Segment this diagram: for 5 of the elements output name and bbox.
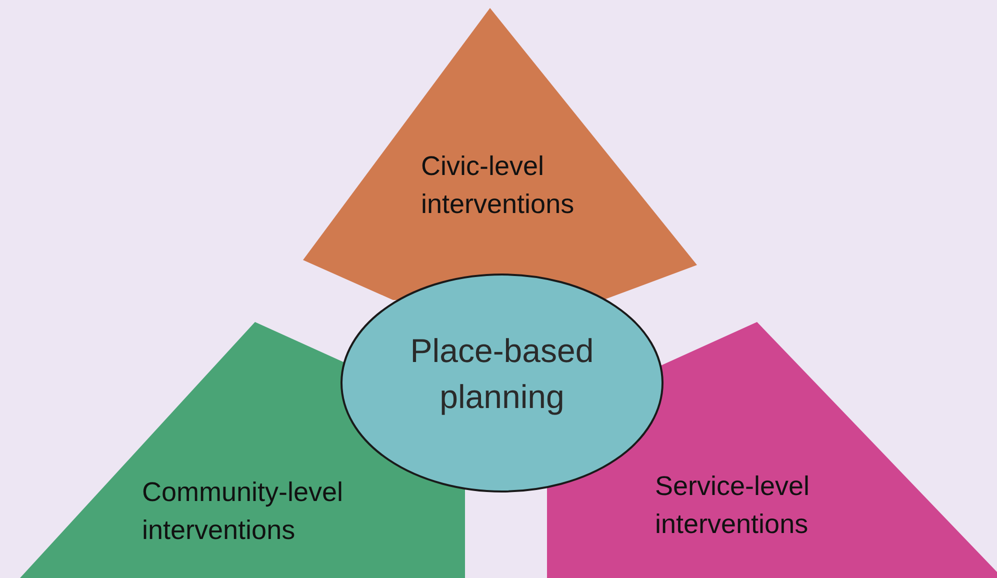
shape-label: Place-based planning (409, 331, 595, 418)
shape-label: Civic-level interventions (421, 150, 576, 221)
triangle-shape (303, 8, 697, 300)
shape-label: Service-level interventions (655, 470, 811, 541)
shape-label: Community-level interventions (142, 476, 344, 547)
